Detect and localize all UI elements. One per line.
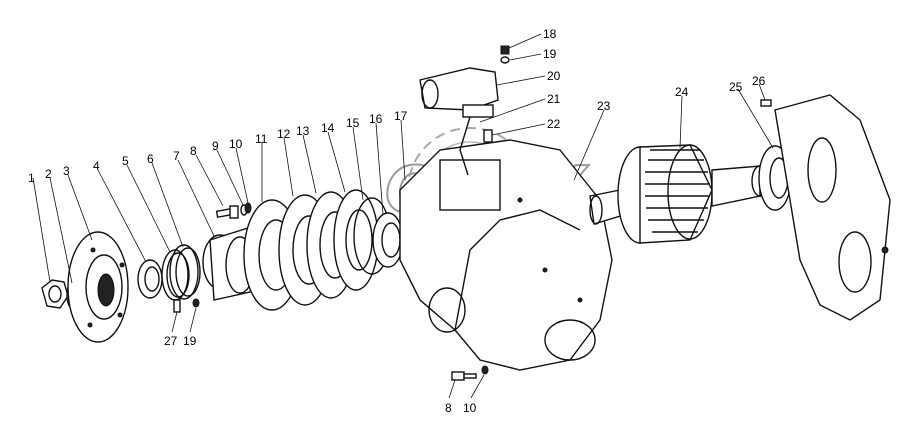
leader-lines [32, 33, 774, 399]
callout-12: 12 [277, 127, 291, 141]
callout-16: 16 [369, 112, 383, 126]
callout-19-bottom: 19 [183, 334, 197, 348]
part-21-tube [459, 116, 471, 176]
part-14-disc [333, 189, 379, 291]
callout-1: 1 [28, 171, 35, 185]
callout-6: 6 [147, 152, 154, 166]
callout-4: 4 [93, 159, 100, 173]
callout-8-top: 8 [190, 144, 197, 158]
callout-labels: 1 2 3 4 5 6 7 8 9 10 11 12 13 14 15 16 1… [28, 27, 766, 415]
part-19-washer-top [500, 56, 510, 64]
part-20-pump [419, 67, 499, 118]
callout-7: 7 [173, 149, 180, 163]
callout-9: 9 [212, 139, 219, 153]
part-19-bottom-washer [192, 298, 200, 308]
callout-13: 13 [296, 124, 310, 138]
main-housing [399, 139, 613, 371]
callout-15: 15 [346, 116, 360, 130]
callout-20: 20 [547, 69, 561, 83]
callout-11: 11 [255, 132, 268, 146]
part-18-nut [500, 45, 510, 55]
part-16-bearing [372, 212, 404, 268]
part-4-ring [137, 259, 163, 299]
callout-2: 2 [45, 167, 52, 181]
rear-cover [774, 94, 891, 321]
callout-19-top: 19 [543, 47, 557, 61]
callout-25: 25 [729, 80, 743, 94]
part-8-bolt [215, 205, 239, 219]
callout-5: 5 [122, 154, 129, 168]
callout-22: 22 [547, 117, 561, 131]
callout-23: 23 [597, 99, 611, 113]
callout-10-bottom: 10 [463, 401, 477, 415]
callout-17: 17 [394, 109, 408, 123]
part-6-seal-ring [169, 244, 201, 300]
callout-8-bottom: 8 [445, 401, 452, 415]
part-22-fitting [483, 129, 493, 143]
part-8-bottom-bolt [451, 371, 477, 381]
callout-10-top: 10 [229, 137, 243, 151]
part-10-lock-washer [244, 202, 252, 214]
callout-14: 14 [321, 121, 335, 135]
callout-18: 18 [543, 27, 557, 41]
part-3-flange [67, 231, 129, 343]
callout-27: 27 [164, 334, 178, 348]
part-1-nut [41, 279, 69, 309]
callout-21: 21 [547, 92, 561, 106]
callout-24: 24 [675, 85, 689, 99]
callout-3: 3 [63, 164, 70, 178]
part-26-pin [760, 99, 772, 107]
part-24-gear [617, 144, 769, 244]
callout-26: 26 [752, 74, 766, 88]
part-27-bolt [173, 299, 181, 313]
part-10-bottom-washer [481, 365, 489, 375]
